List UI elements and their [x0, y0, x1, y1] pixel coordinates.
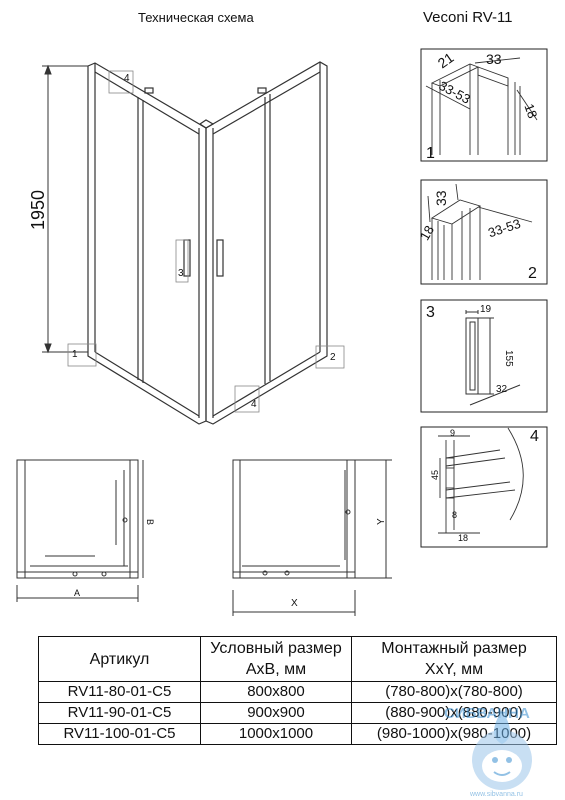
plan-y-label: Y [376, 518, 387, 525]
detail-marker-1: 1 [67, 343, 97, 367]
roller-left [144, 87, 154, 94]
detail-3-dim-b: 155 [503, 350, 514, 367]
detail-2-dim-a: 33 [433, 190, 449, 206]
technical-drawing: 1950 4 3 1 2 4 [16, 48, 548, 616]
detail-2-dim-c: 18 [417, 223, 437, 243]
cell-article: RV11-90-01-C5 [38, 702, 201, 724]
cell-nominal: 900x900 [200, 702, 352, 724]
height-dimension [42, 64, 88, 354]
right-panel-top-rail [212, 71, 321, 135]
cell-nominal: 1000x1000 [200, 723, 352, 745]
detail-4-dim-c: 8 [452, 510, 457, 520]
detail-4-dim-d: 18 [458, 533, 468, 543]
detail-2-frame: 33 33-53 18 2 [417, 179, 548, 285]
svg-text:1: 1 [72, 349, 78, 360]
right-panel-bottom-rail [212, 351, 321, 417]
table-row: RV11-80-01-C5 800x800 (780-800)x(780-800… [38, 681, 557, 703]
cell-nominal: 800x800 [200, 681, 352, 703]
detail-4-frame: 9 45 8 18 4 [420, 426, 548, 548]
svg-text:4: 4 [251, 399, 257, 410]
left-panel-bottom-rail [94, 351, 200, 417]
detail-4-dim-b: 45 [430, 470, 440, 480]
plan-view-xy [232, 459, 392, 616]
corner-top-fitting [198, 119, 215, 129]
svg-text:3: 3 [178, 268, 184, 279]
detail-marker-4-bottom: 4 [234, 385, 260, 413]
detail-1-dim-d: 18 [521, 102, 540, 121]
detail-1-dim-b: 33 [486, 51, 502, 67]
detail-1-dim-c: 33-53 [436, 78, 472, 107]
detail-marker-2: 2 [315, 345, 345, 369]
left-panel-top-rail [94, 71, 200, 135]
detail-1-number: 1 [426, 145, 435, 162]
watermark-url: www.sibvanna.ru [469, 791, 523, 798]
sibvanna-watermark-logo: СИБВАННА www.sibvanna.ru [444, 705, 532, 798]
detail-3-number: 3 [426, 304, 435, 321]
watermark-text: СИБВАННА [444, 705, 530, 722]
header-article: Артикул [38, 636, 201, 682]
detail-1-dim-a: 21 [435, 49, 457, 71]
roller-right [257, 87, 267, 94]
svg-text:4: 4 [124, 73, 130, 84]
detail-marker-4-top: 4 [108, 70, 134, 94]
svg-text:2: 2 [330, 352, 336, 363]
detail-3-dim-c: 32 [496, 384, 508, 395]
cell-article: RV11-80-01-C5 [38, 681, 201, 703]
cell-article: RV11-100-01-C5 [38, 723, 201, 745]
shower-enclosure-3d [87, 61, 328, 425]
height-label: 1950 [28, 190, 48, 230]
schema-title: Техническая схема [138, 10, 254, 25]
detail-3-frame: 19 155 32 3 [420, 299, 548, 413]
detail-4-dim-a: 9 [450, 428, 455, 438]
model-name: Veconi RV-11 [423, 9, 513, 26]
plan-view-ab [16, 459, 144, 602]
detail-1-frame: 21 33 33-53 18 1 [420, 48, 548, 162]
plan-b-label: B [145, 519, 155, 525]
right-panel [205, 61, 328, 425]
plan-x-label: X [291, 598, 298, 609]
detail-2-number: 2 [528, 265, 537, 282]
detail-3-dim-a: 19 [480, 304, 492, 315]
right-door-handle [216, 239, 224, 277]
plan-a-label: A [74, 588, 80, 598]
detail-4-number: 4 [530, 428, 539, 445]
detail-marker-3: 3 [175, 239, 189, 283]
detail-2-dim-b: 33-53 [486, 216, 522, 241]
left-door-handle [183, 239, 191, 277]
